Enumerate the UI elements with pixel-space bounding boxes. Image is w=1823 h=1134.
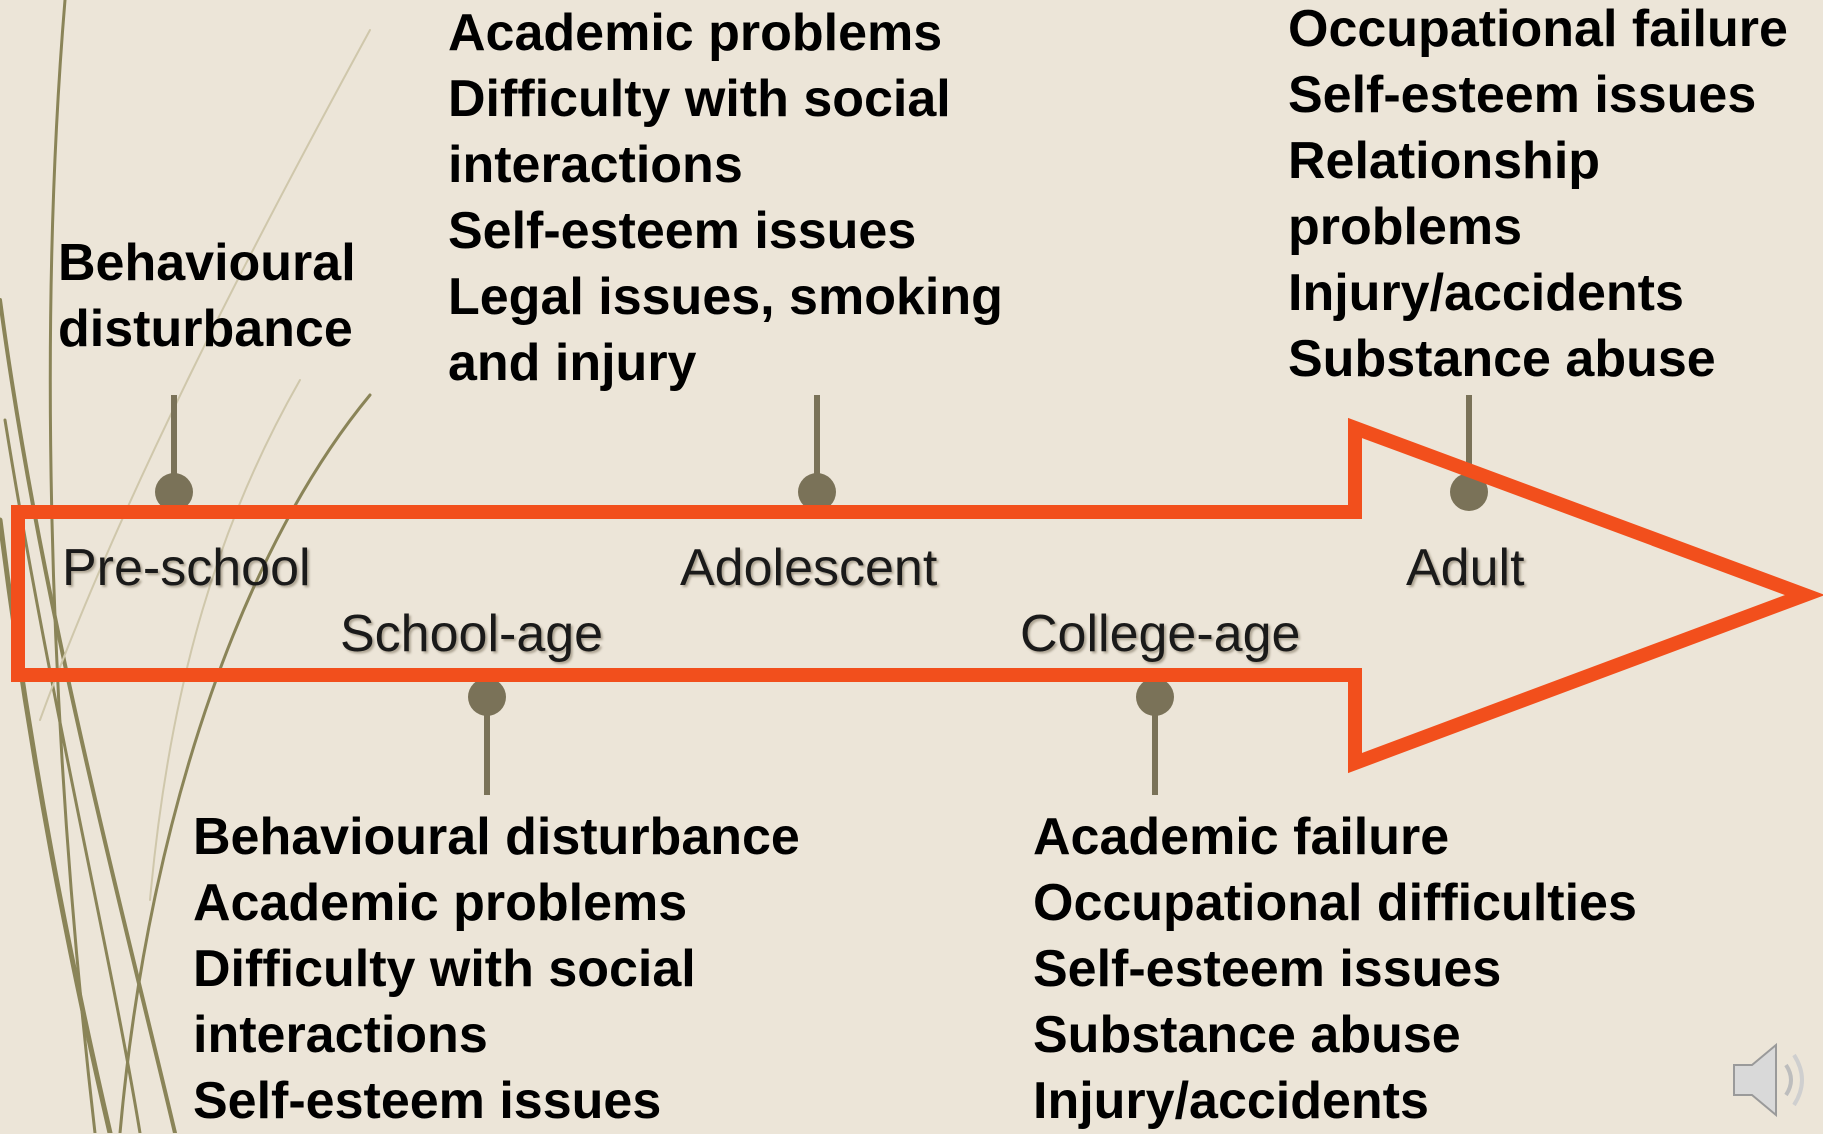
outcome-line: Self-esteem issues	[1033, 940, 1502, 998]
speaker-body	[1733, 1042, 1777, 1118]
outcomes-college-age: Academic failure Occupational difficulti…	[1033, 804, 1637, 1134]
stage-label-college-age: College-age	[1020, 605, 1301, 663]
outcome-line: Injury/accidents	[1033, 1072, 1429, 1130]
grass-blade	[0, 298, 177, 1133]
outcome-line: Occupational difficulties	[1033, 874, 1637, 932]
stage-label-pre-school: Pre-school	[62, 539, 311, 597]
grass-blade	[118, 393, 372, 1133]
stage-label-adolescent: Adolescent	[680, 539, 938, 597]
grass-blade	[149, 379, 301, 901]
outcome-line: Occupational failure	[1288, 0, 1788, 58]
outcome-line: Academic problems	[448, 4, 943, 62]
outcome-line: Behavioural	[58, 234, 356, 292]
connector-dot-pre-school	[155, 473, 193, 511]
outcomes-school-age: Behavioural disturbance Academic problem…	[193, 804, 800, 1134]
outcome-line: interactions	[193, 1006, 488, 1064]
outcome-line: Academic failure	[1033, 808, 1450, 866]
outcome-line: Behavioural disturbance	[193, 808, 800, 866]
sound-wave	[1784, 1063, 1793, 1097]
connector-dot-adolescent	[798, 473, 836, 511]
outcome-line: Relationship	[1288, 132, 1601, 190]
outcome-line: Academic problems	[193, 874, 688, 932]
sound-wave	[1792, 1053, 1804, 1107]
speaker-icon[interactable]	[1728, 1035, 1818, 1125]
outcome-line: and injury	[448, 334, 697, 392]
outcome-line: Substance abuse	[1033, 1006, 1461, 1064]
stage-label-adult: Adult	[1406, 539, 1525, 597]
connector-dot-school-age	[468, 678, 506, 716]
outcome-line: Self-esteem issues	[1288, 66, 1757, 124]
outcome-line: Injury/accidents	[1288, 264, 1684, 322]
outcome-line: Difficulty with social	[448, 70, 951, 128]
timeline-arrow	[11, 417, 1823, 774]
outcome-line: Legal issues, smoking	[448, 268, 1003, 326]
grass-blade	[39, 29, 371, 721]
connector-dot-adult	[1450, 473, 1488, 511]
outcome-line: disturbance	[58, 300, 353, 358]
connectors	[155, 395, 1488, 795]
outcomes-pre-school: Behavioural disturbance	[58, 230, 356, 362]
outcome-line: Substance abuse	[1288, 330, 1716, 388]
stage-label-school-age: School-age	[340, 605, 604, 663]
outcomes-adolescent: Academic problems Difficulty with social…	[448, 0, 1003, 396]
outcome-line: Self-esteem issues	[193, 1072, 662, 1130]
outcome-line: Difficulty with social	[193, 940, 696, 998]
outcome-line: problems	[1288, 198, 1523, 256]
connector-dot-college-age	[1136, 678, 1174, 716]
outcome-line: interactions	[448, 136, 743, 194]
outcomes-adult: Occupational failure Self-esteem issues …	[1288, 0, 1788, 392]
outcome-line: Self-esteem issues	[448, 202, 917, 260]
